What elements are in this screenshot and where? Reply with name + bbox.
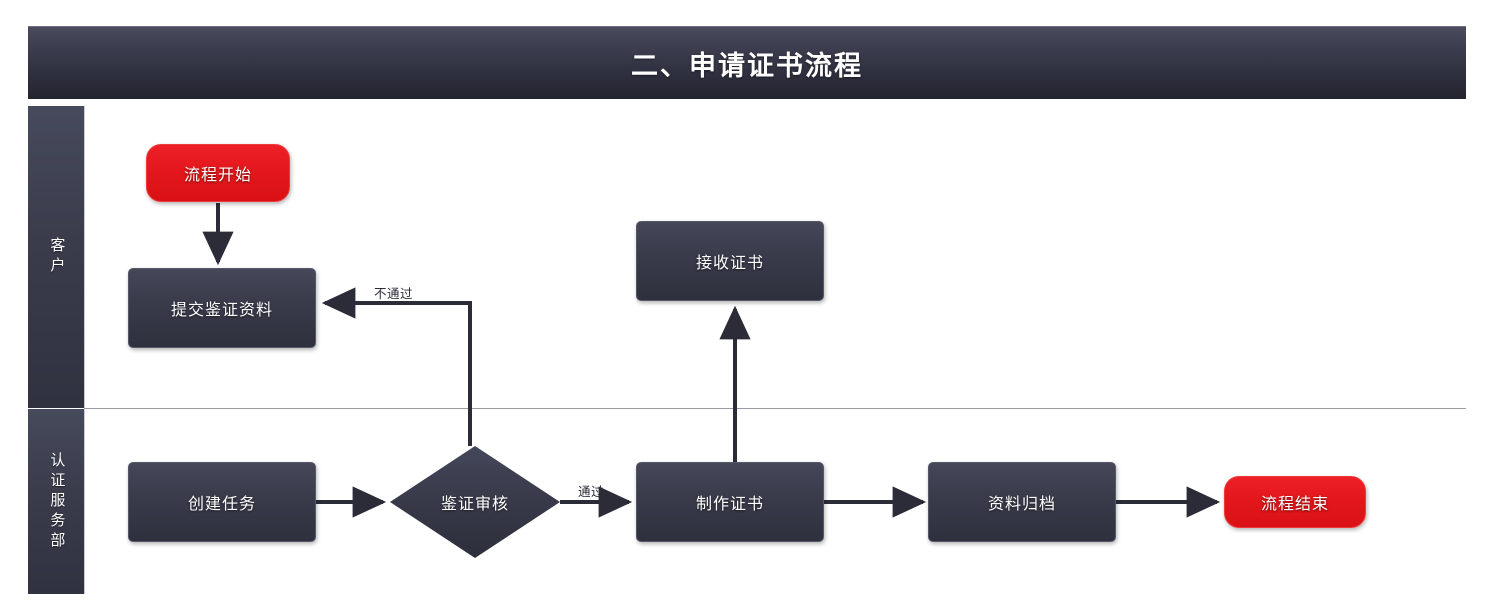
node-label-produce-certificate: 制作证书 <box>695 496 764 513</box>
node-label-create-task: 创建任务 <box>187 496 256 513</box>
node-verification-review[interactable]: 鉴证审核 <box>390 446 560 558</box>
node-create-task[interactable]: 创建任务 <box>128 462 316 542</box>
diagram-title-bar: 二、申请证书流程 <box>28 26 1466 99</box>
edge-label-passed: 通过 <box>578 485 605 499</box>
edge-label-not-passed: 不通过 <box>374 287 414 301</box>
node-label-receive-certificate: 接收证书 <box>695 255 764 272</box>
lane-header-certification-service-dept: 认证服务部 <box>28 409 84 594</box>
node-label-process-start: 流程开始 <box>183 167 252 184</box>
node-label-archive-materials: 资料归档 <box>987 496 1056 513</box>
node-process-end[interactable]: 流程结束 <box>1224 476 1366 528</box>
node-submit-materials[interactable]: 提交鉴证资料 <box>128 268 316 348</box>
page-title: 二、申请证书流程 <box>631 50 863 81</box>
lane-label-customer: 客户 <box>48 237 66 277</box>
node-receive-certificate[interactable]: 接收证书 <box>636 221 824 301</box>
node-process-start[interactable]: 流程开始 <box>146 144 290 202</box>
node-label-submit-materials: 提交鉴证资料 <box>170 302 273 319</box>
node-label-process-end: 流程结束 <box>1260 496 1329 513</box>
lane-header-customer: 客户 <box>28 106 84 408</box>
node-produce-certificate[interactable]: 制作证书 <box>636 462 824 542</box>
lane-divider <box>84 408 1466 409</box>
node-archive-materials[interactable]: 资料归档 <box>928 462 1116 542</box>
node-label-verification-review: 鉴证审核 <box>440 496 509 513</box>
lane-label-certification-service-dept: 认证服务部 <box>48 451 66 552</box>
